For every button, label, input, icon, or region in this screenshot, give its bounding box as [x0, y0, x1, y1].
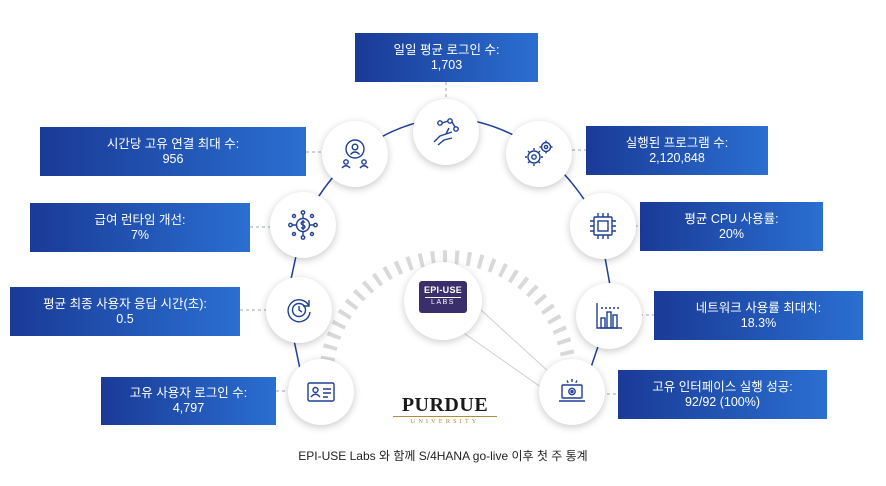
- laptop-gear-icon: [559, 379, 585, 402]
- circle-hourly-connections: [322, 121, 388, 187]
- stat-value: 1,703: [430, 57, 463, 72]
- clock-refresh-icon: [287, 299, 311, 323]
- epi-use-bottom-text: LABS: [425, 297, 461, 307]
- stat-unique-logins: 고유 사용자 로그인 수: 4,797: [101, 377, 276, 425]
- stat-network-peak: 네트워크 사용률 최대치: 18.3%: [654, 291, 863, 340]
- stat-label: 네트워크 사용률 최대치:: [695, 300, 822, 315]
- stat-label: 고유 인터페이스 실행 성공:: [652, 379, 793, 394]
- circle-daily-logins: [413, 99, 479, 165]
- stat-interface-success: 고유 인터페이스 실행 성공: 92/92 (100%): [618, 370, 827, 419]
- stat-value: 0.5: [116, 311, 134, 326]
- stat-value: 7%: [130, 227, 150, 242]
- circle-avg-cpu: [570, 193, 636, 259]
- stat-daily-logins: 일일 평균 로그인 수: 1,703: [355, 33, 538, 82]
- stat-programs-run: 실행된 프로그램 수: 2,120,848: [586, 126, 768, 175]
- bar-chart-icon: [596, 303, 622, 329]
- stat-label: 급여 런타임 개선:: [94, 212, 186, 227]
- circle-unique-logins: [288, 359, 354, 425]
- stat-label: 평균 CPU 사용률:: [684, 211, 779, 226]
- circle-programs-run: [506, 121, 572, 187]
- circle-response-time: [266, 277, 332, 343]
- stat-payroll-runtime: 급여 런타임 개선: 7%: [30, 203, 250, 252]
- epi-use-badge: EPI-USE LABS: [419, 281, 467, 313]
- stat-value: 2,120,848: [649, 150, 705, 165]
- gears-icon: [525, 140, 553, 166]
- circle-payroll-runtime: [270, 192, 336, 258]
- epi-use-top-text: EPI-USE: [423, 285, 463, 295]
- circle-interface-success: [539, 359, 605, 425]
- stat-value: 18.3%: [740, 315, 777, 330]
- stat-value: 92/92 (100%): [684, 394, 761, 409]
- stat-value: 956: [162, 151, 184, 166]
- circle-network-peak: [576, 283, 642, 349]
- id-card-icon: [307, 382, 335, 402]
- stat-avg-cpu: 평균 CPU 사용률: 20%: [640, 202, 823, 251]
- people-icon: [341, 139, 369, 169]
- cpu-chip-icon: [590, 213, 616, 239]
- purdue-subtitle: UNIVERSITY: [393, 416, 497, 426]
- stat-label: 일일 평균 로그인 수:: [393, 42, 500, 57]
- stat-label: 고유 사용자 로그인 수:: [129, 386, 248, 400]
- dollar-network-icon: [288, 210, 318, 240]
- epi-use-logo: EPI-USE LABS: [404, 262, 482, 340]
- purdue-logo: PURDUE UNIVERSITY: [393, 394, 497, 426]
- stat-response-time: 평균 최종 사용자 응답 시간(초): 0.5: [10, 287, 240, 336]
- page-caption: EPI-USE Labs 와 함께 S/4HANA go-live 이후 첫 주…: [298, 449, 588, 463]
- purdue-name: PURDUE: [401, 394, 489, 416]
- hand-network-icon: [433, 118, 459, 146]
- stat-label: 평균 최종 사용자 응답 시간(초):: [43, 296, 207, 311]
- stat-value: 4,797: [172, 401, 205, 415]
- stat-label: 실행된 프로그램 수:: [625, 135, 729, 150]
- stat-hourly-connections: 시간당 고유 연결 최대 수: 956: [40, 127, 306, 176]
- stat-value: 20%: [718, 226, 745, 241]
- stat-label: 시간당 고유 연결 최대 수:: [106, 136, 240, 151]
